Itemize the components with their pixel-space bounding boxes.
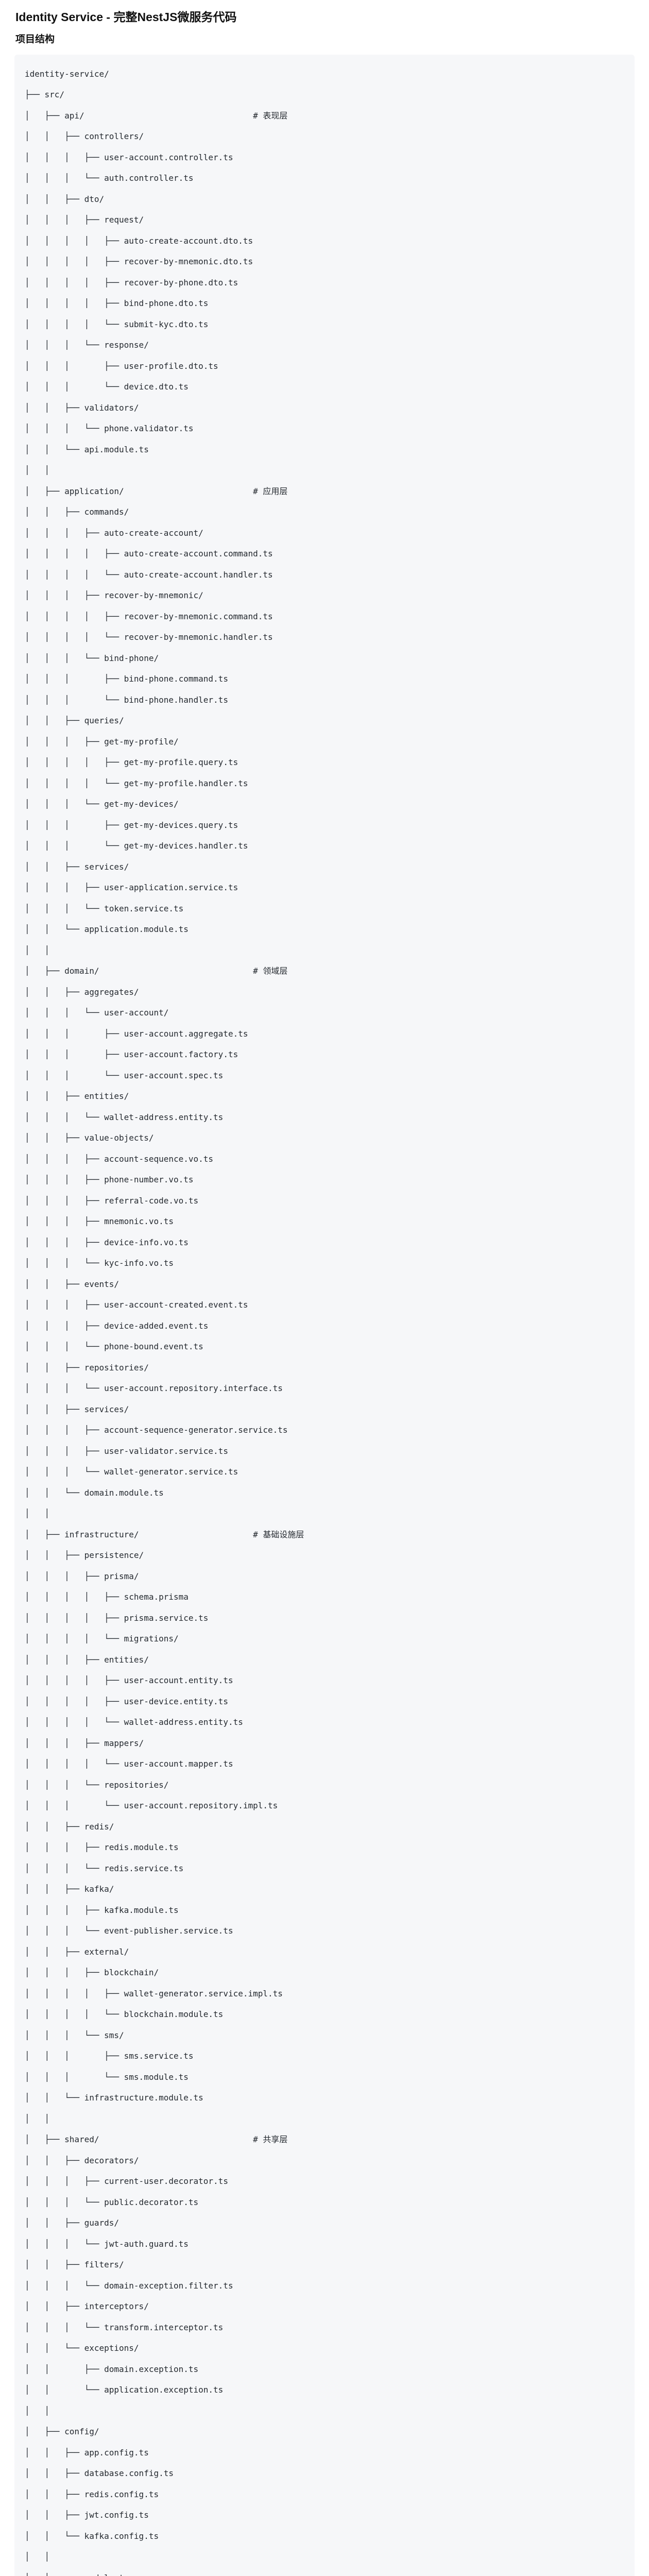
page-title: Identity Service - 完整NestJS微服务代码 (15, 10, 237, 24)
file-tree-text: identity-service/ ├── src/ │ ├── api/ # … (25, 69, 304, 2576)
project-structure-code-block: identity-service/ ├── src/ │ ├── api/ # … (14, 54, 635, 2576)
document-page: Identity Service - 完整NestJS微服务代码 项目结构 id… (14, 9, 635, 2576)
section-heading-project-structure: 项目结构 (15, 34, 55, 45)
